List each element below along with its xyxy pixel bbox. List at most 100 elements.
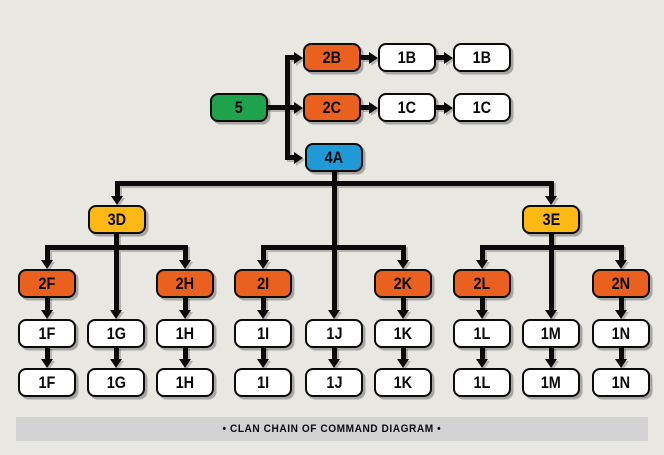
node-label: 1F — [38, 372, 56, 392]
node-label: 2B — [322, 47, 342, 67]
edge-arrowhead — [397, 359, 409, 368]
edge-line — [44, 297, 50, 312]
edge-line — [548, 186, 554, 197]
node-label: 1K — [393, 323, 413, 343]
edge-arrowhead — [257, 359, 269, 368]
edge-arrowhead — [476, 260, 488, 269]
node-5: 5 — [210, 93, 268, 122]
node-label: 1F — [38, 323, 56, 343]
node-1k-a: 1K — [374, 319, 432, 348]
node-label: 1I — [256, 372, 270, 392]
edge-line — [479, 250, 485, 262]
edge-arrowhead — [444, 51, 453, 64]
edge-arrowhead — [257, 260, 269, 269]
edge-line — [182, 297, 188, 312]
node-label: 3E — [542, 209, 560, 229]
edge-line — [260, 297, 266, 312]
node-1n-b: 1N — [592, 368, 650, 397]
edge-arrowhead — [110, 359, 122, 368]
edge-arrowhead — [615, 359, 627, 368]
node-label: 1J — [325, 323, 343, 343]
edge-line — [113, 347, 119, 361]
node-1c-2: 1C — [453, 93, 511, 122]
edge-arrowhead — [476, 359, 488, 368]
edge-line — [400, 297, 406, 312]
edge-arrowhead — [294, 151, 303, 164]
node-2i: 2I — [234, 269, 292, 298]
node-label: 1H — [175, 372, 195, 392]
node-1j-a: 1J — [305, 319, 363, 348]
node-2n: 2N — [592, 269, 650, 298]
edge-line — [44, 347, 50, 361]
edge-line — [361, 105, 370, 110]
node-label: 1B — [472, 47, 492, 67]
node-1g-b: 1G — [87, 368, 145, 397]
edge-line — [260, 347, 266, 361]
edge-arrowhead — [476, 310, 488, 319]
node-2h: 2H — [156, 269, 214, 298]
node-label: 2F — [38, 273, 56, 293]
node-1h-b: 1H — [156, 368, 214, 397]
node-label: 1N — [611, 323, 631, 343]
edge-line — [285, 55, 290, 160]
edge-line — [400, 250, 406, 262]
edge-line — [260, 245, 406, 250]
node-1k-b: 1K — [374, 368, 432, 397]
edge-line — [479, 245, 624, 250]
node-2b: 2B — [303, 43, 361, 72]
node-1g-a: 1G — [87, 319, 145, 348]
node-label: 2H — [175, 273, 195, 293]
node-label: 1K — [393, 372, 413, 392]
edge-arrowhead — [444, 101, 453, 114]
edge-arrowhead — [369, 51, 378, 64]
node-label: 1C — [472, 97, 492, 117]
node-2l: 2L — [453, 269, 511, 298]
edge-arrowhead — [179, 310, 191, 319]
edge-line — [331, 347, 337, 361]
edge-line — [436, 105, 445, 110]
edge-arrowhead — [294, 101, 303, 114]
edge-line — [114, 186, 120, 197]
node-label: 1M — [540, 372, 562, 392]
node-label: 1J — [325, 372, 343, 392]
edge-arrowhead — [397, 310, 409, 319]
edge-line — [436, 55, 445, 60]
node-label: 4A — [324, 147, 344, 167]
edge-line — [182, 250, 188, 262]
node-label: 1G — [106, 372, 126, 392]
edge-arrowhead — [615, 260, 627, 269]
node-label: 5 — [234, 97, 244, 117]
node-label: 1L — [473, 372, 491, 392]
node-3d: 3D — [88, 205, 146, 234]
edge-arrowhead — [397, 260, 409, 269]
edge-arrowhead — [41, 260, 53, 269]
node-1b-1: 1B — [378, 43, 436, 72]
node-label: 2N — [611, 273, 631, 293]
node-label: 2C — [322, 97, 342, 117]
edge-line — [182, 347, 188, 361]
node-1m-b: 1M — [522, 368, 580, 397]
edge-arrowhead — [110, 310, 122, 319]
edge-arrowhead — [257, 310, 269, 319]
node-1m-a: 1M — [522, 319, 580, 348]
node-1l-a: 1L — [453, 319, 511, 348]
node-1i-a: 1I — [234, 319, 292, 348]
edge-line — [618, 297, 624, 312]
edge-line — [479, 347, 485, 361]
edge-line — [331, 170, 337, 312]
node-label: 1N — [611, 372, 631, 392]
node-1b-2: 1B — [453, 43, 511, 72]
node-4a: 4A — [305, 143, 363, 172]
node-label: 1G — [106, 323, 126, 343]
node-label: 1B — [397, 47, 417, 67]
edge-arrowhead — [328, 359, 340, 368]
node-1i-b: 1I — [234, 368, 292, 397]
node-1c-1: 1C — [378, 93, 436, 122]
edge-arrowhead — [369, 101, 378, 114]
node-label: 2I — [256, 273, 270, 293]
edge-arrowhead — [545, 196, 557, 205]
edge-line — [548, 234, 554, 312]
edge-arrowhead — [179, 359, 191, 368]
